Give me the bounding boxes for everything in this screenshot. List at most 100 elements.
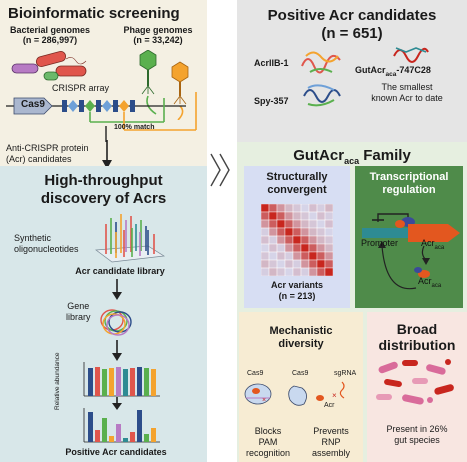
heatmap-cell (300, 251, 310, 261)
synthetic-oligo-label: Synthetic oligonucleotides (14, 233, 79, 254)
heatmap-cell (276, 243, 286, 253)
svg-text:×: × (262, 397, 266, 404)
acr1-structure-icon (301, 51, 341, 74)
heatmap-cell (324, 243, 333, 253)
blocks-pam-label: Blocks PAM recognition (245, 426, 291, 458)
heatmap-cell (276, 227, 286, 237)
abundance-bars-after (83, 408, 160, 443)
plasmid-library-icon (100, 309, 132, 336)
heatmap-cell (316, 211, 326, 221)
heatmap-cell (261, 235, 270, 245)
heatmap-cell (284, 251, 294, 261)
heatmap-cell (308, 243, 318, 253)
acr1-label: AcrIIB-1 (254, 58, 289, 68)
heatmap-cell (308, 235, 318, 245)
regulation-diagram (362, 213, 460, 290)
variants-label: Acr variants (n = 213) (270, 280, 324, 301)
heatmap-cell (308, 204, 318, 213)
acr3-structure-icon (303, 84, 341, 107)
heatmap-cell (276, 219, 286, 229)
transcriptional-title: Transcriptional regulation (369, 171, 449, 196)
heatmap-cell (324, 251, 333, 261)
heatmap-cell (324, 267, 333, 276)
heatmap-cell (292, 251, 302, 261)
mechanistic-title: Mechanistic diversity (269, 325, 333, 350)
heatmap-cell (308, 251, 318, 261)
heatmap-cell (324, 204, 333, 213)
heatmap-cell (292, 204, 302, 213)
heatmap-cell (261, 259, 270, 269)
heatmap-cell (316, 251, 326, 261)
oligo-array-icon (95, 214, 166, 263)
crispr-locus-diagram (6, 92, 197, 142)
acr-candidates-label: Anti-CRISPR protein (Acr) candidates (6, 143, 89, 164)
broad-title: Broad distribution (378, 321, 456, 353)
crispr-array-label: CRISPR array (52, 83, 110, 93)
heatmap-cell (268, 259, 278, 269)
heatmap-cell (292, 243, 302, 253)
cas9-gene-label: Cas9 (21, 99, 45, 110)
heatmap-cell (324, 227, 333, 237)
heatmap-cell (300, 259, 310, 269)
heatmap-cell (284, 227, 294, 237)
heatmap-cell (300, 211, 310, 221)
heatmap-cell (284, 243, 294, 253)
match-label: 100% match (114, 124, 155, 131)
prevents-rnp-label: Prevents RNP assembly (311, 426, 350, 458)
heatmap-cell (308, 259, 318, 269)
heatmap-cell (276, 259, 286, 269)
bacterial-genomes-label: Bacterial genomes (n = 286,997) (9, 25, 91, 45)
heatmap-cell (261, 243, 270, 253)
down-arrow-icon (102, 140, 112, 169)
heatmap-cell (268, 204, 278, 213)
down-arrow-4-icon (112, 397, 122, 410)
heatmap-cell (261, 251, 270, 261)
heatmap-cell (261, 204, 270, 213)
similarity-heatmap (261, 204, 333, 276)
heatmap-cell (308, 267, 318, 276)
heatmap-cell (292, 235, 302, 245)
heatmap-cell (300, 243, 310, 253)
heatmap-cell (276, 267, 286, 276)
svg-text:×: × (332, 391, 337, 400)
heatmap-cell (268, 251, 278, 261)
heatmap-cell (300, 267, 310, 276)
heatmap-cell (261, 267, 270, 276)
heatmap-cell (268, 211, 278, 221)
heatmap-cell (324, 235, 333, 245)
heatmap-cell (316, 204, 326, 213)
heatmap-cell (284, 219, 294, 229)
promoter-label: Promoter (361, 238, 399, 248)
heatmap-cell (292, 227, 302, 237)
heatmap-cell (284, 211, 294, 221)
heatmap-cell (261, 211, 270, 221)
heatmap-cell (268, 227, 278, 237)
heatmap-cell (268, 243, 278, 253)
heatmap-cell (292, 211, 302, 221)
sgrna-label: sgRNA (334, 370, 357, 377)
acr2-label: GutAcraca-747C28 (355, 65, 431, 78)
heatmap-cell (308, 211, 318, 221)
heatmap-cell (324, 211, 333, 221)
family-title: GutAcraca Family (293, 147, 411, 166)
heatmap-cell (284, 259, 294, 269)
heatmap-cell (308, 227, 318, 237)
down-arrow-3-icon (112, 340, 122, 361)
cas9-b-label: Cas9 (292, 370, 309, 377)
heatmap-cell (316, 243, 326, 253)
gene-library-label: Gene library (66, 301, 91, 322)
heatmap-cell (261, 227, 270, 237)
structural-title: Structurally convergent (266, 171, 328, 196)
heatmap-cell (324, 219, 333, 229)
heatmap-cell (324, 259, 333, 269)
acr2-structure-icon (393, 47, 429, 63)
chevron-right-icon (210, 153, 230, 187)
heatmap-cell (268, 219, 278, 229)
heatmap-cell (284, 235, 294, 245)
heatmap-cell (284, 204, 294, 213)
heatmap-cell (276, 211, 286, 221)
heatmap-cell (292, 259, 302, 269)
heatmap-cell (300, 204, 310, 213)
acr-small-label: Acr (324, 402, 335, 409)
heatmap-cell (308, 219, 318, 229)
